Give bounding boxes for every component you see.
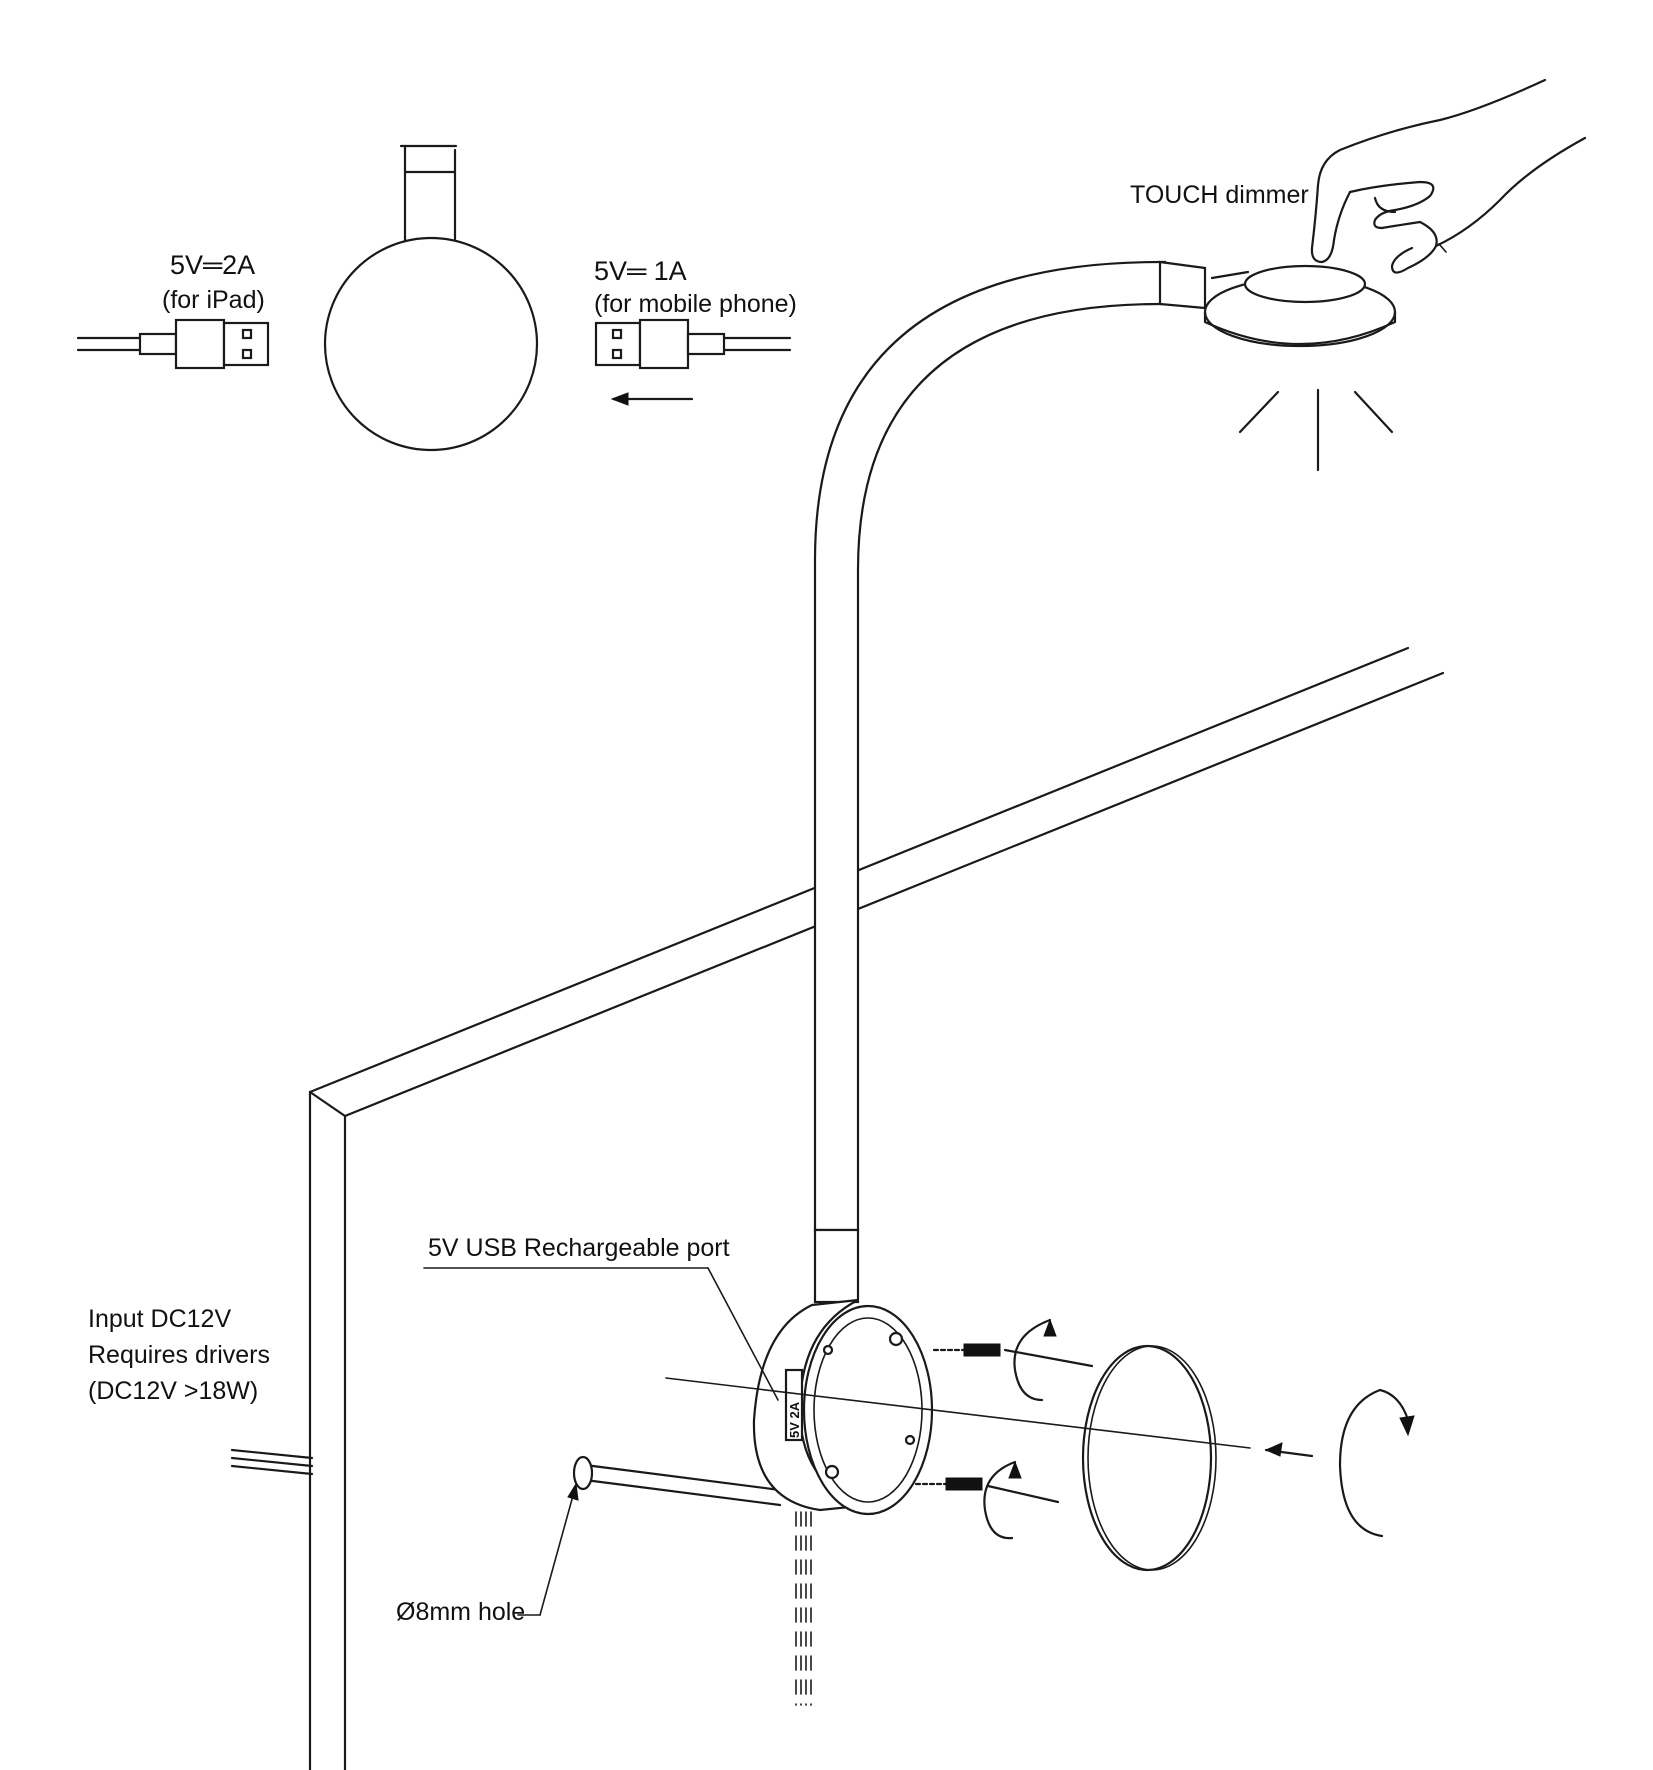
rotate-arrow-icon — [1338, 1388, 1415, 1538]
input-voltage-label: Input DC12V — [88, 1305, 231, 1333]
touch-dimmer-label: TOUCH dimmer — [1130, 181, 1309, 209]
gooseneck-arm — [813, 260, 1207, 1304]
input-power-label: (DC12V >18W) — [88, 1377, 258, 1405]
usb-phone-note-label: (for mobile phone) — [594, 290, 797, 318]
assembly-axis — [665, 1377, 1314, 1458]
hole-leader — [517, 1482, 579, 1616]
rotate-arrow-icon — [1013, 1318, 1057, 1402]
lamp-head — [1203, 264, 1397, 348]
screw-top — [932, 1343, 1094, 1368]
usb-port-label: 5V USB Rechargeable port — [428, 1234, 730, 1262]
wires-below — [795, 1511, 812, 1706]
insert-arrow-icon — [610, 392, 694, 406]
light-rays-icon — [1238, 388, 1394, 472]
wall-base-mount: 5V 2A — [572, 1298, 934, 1516]
input-cable — [230, 1448, 314, 1476]
usb-phone-voltage-label: 5V═ 1A — [594, 256, 687, 286]
rotate-arrow-icon — [983, 1460, 1022, 1540]
port-marking-label: 5V 2A — [787, 1401, 802, 1438]
cover-plate — [1081, 1344, 1217, 1572]
hole-label: Ø8mm hole — [396, 1598, 525, 1626]
usb-ipad-note-label: (for iPad) — [162, 286, 265, 314]
usb-plug-phone-icon — [594, 318, 792, 370]
usb-plug-ipad-icon — [76, 318, 270, 370]
input-drivers-label: Requires drivers — [88, 1341, 270, 1369]
usb-port-leader — [423, 1267, 779, 1401]
usb-detail: 5V═2A (for iPad) 5V═ 1A (for mobile phon… — [76, 144, 797, 452]
lamp-head-top-view — [323, 144, 539, 452]
usb-ipad-voltage-label: 5V═2A — [170, 250, 255, 280]
screw-bottom — [914, 1477, 1060, 1504]
hand-icon — [1310, 78, 1587, 274]
